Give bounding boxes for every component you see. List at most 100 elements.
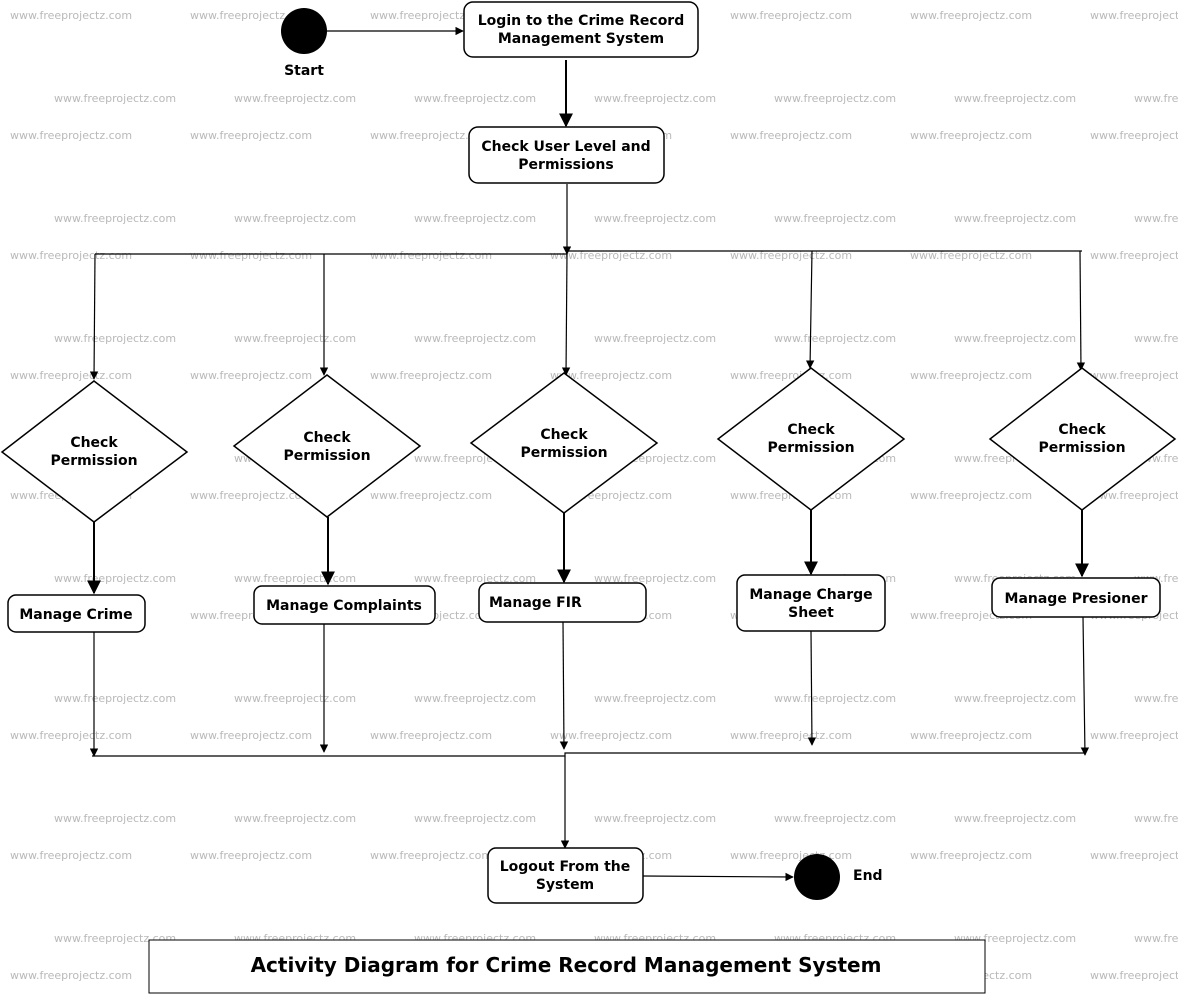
watermark-text: www.freeprojectz.com: [1134, 332, 1178, 345]
watermark-text: www.freeprojectz.com: [234, 572, 356, 585]
end-label: End: [853, 868, 883, 884]
watermark-text: www.freeprojectz.com: [370, 489, 492, 502]
watermark-text: www.freeprojectz.com: [594, 692, 716, 705]
watermark-text: www.freeprojectz.com: [234, 812, 356, 825]
decision-2-line-2: Permission: [283, 448, 370, 464]
watermark-text: www.freeprojectz.com: [54, 572, 176, 585]
watermark-text: www.freeprojectz.com: [1134, 692, 1178, 705]
watermark-text: www.freeprojectz.com: [550, 729, 672, 742]
watermark-text: www.freeprojectz.com: [54, 692, 176, 705]
manage-fir-label: Manage FIR: [489, 595, 582, 611]
watermark-text: www.freeprojectz.com: [1134, 92, 1178, 105]
watermark-text: www.freeprojectz.com: [1090, 969, 1178, 982]
check-user-activity: Check User Level and Permissions: [468, 126, 665, 184]
logout-activity: Logout From the System: [487, 847, 644, 904]
start-node: Start: [281, 8, 327, 79]
watermark-text: www.freeprojectz.com: [190, 9, 312, 22]
watermark-text: www.freeprojectz.com: [54, 212, 176, 225]
watermark-text: www.freeprojectz.com: [910, 369, 1032, 382]
watermark-text: www.freeprojectz.com: [774, 332, 896, 345]
watermark-text: www.freeprojectz.com: [550, 369, 672, 382]
watermark-text: www.freeprojectz.com: [190, 129, 312, 142]
watermark-text: www.freeprojectz.com: [190, 489, 312, 502]
watermark-text: www.freeprojectz.com: [1134, 812, 1178, 825]
watermark-text: www.freeprojectz.com: [730, 369, 852, 382]
decision-5: Check Permission: [988, 367, 1177, 511]
login-line-1: Login to the Crime Record: [478, 13, 684, 29]
watermark-text: www.freeprojectz.com: [1090, 729, 1178, 742]
watermark-text: www.freeprojectz.com: [10, 129, 132, 142]
watermark-text: www.freeprojectz.com: [910, 729, 1032, 742]
logout-line-2: System: [536, 877, 594, 893]
manage-charge-sheet-line-2: Sheet: [788, 605, 834, 621]
watermark-text: www.freeprojectz.com: [730, 729, 852, 742]
check-user-line-1: Check User Level and: [481, 139, 650, 155]
watermark-text: www.freeprojectz.com: [234, 692, 356, 705]
watermark-text: www.freeprojectz.com: [1090, 849, 1178, 862]
watermark-text: www.freeprojectz.com: [774, 812, 896, 825]
watermark-text: www.freeprojectz.com: [954, 92, 1076, 105]
watermark-text: www.freeprojectz.com: [190, 849, 312, 862]
watermark-text: www.freeprojectz.com: [234, 92, 356, 105]
manage-presioner-activity: Manage Presioner: [991, 577, 1161, 618]
watermark-text: www.freeprojectz.com: [10, 969, 132, 982]
watermark-text: www.freeprojectz.com: [594, 812, 716, 825]
watermark-text: www.freeprojectz.com: [910, 489, 1032, 502]
watermark-text: www.freeprojectz.com: [414, 332, 536, 345]
watermark-text: www.freeprojectz.com: [730, 129, 852, 142]
manage-complaints-label: Manage Complaints: [266, 598, 422, 614]
watermark-text: www.freeprojectz.com: [954, 812, 1076, 825]
watermark-text: www.freeprojectz.com: [414, 212, 536, 225]
watermark-text: www.freeprojectz.com: [910, 9, 1032, 22]
decision-1-line-1: Check: [70, 435, 118, 451]
watermark-text: www.freeprojectz.com: [774, 92, 896, 105]
watermark-text: www.freeprojectz.com: [1090, 369, 1178, 382]
watermark-text: www.freeprojectz.com: [1134, 212, 1178, 225]
watermark-text: www.freeprojectz.com: [190, 729, 312, 742]
watermark-text: www.freeprojectz.com: [1090, 9, 1178, 22]
watermark-text: www.freeprojectz.com: [594, 212, 716, 225]
decision-5-line-1: Check: [1058, 422, 1106, 438]
manage-crime-activity: Manage Crime: [7, 594, 146, 633]
watermark-text: www.freeprojectz.com: [54, 812, 176, 825]
watermark-text: www.freeprojectz.com: [54, 332, 176, 345]
start-label: Start: [284, 63, 324, 79]
decision-3: Check Permission: [469, 372, 659, 514]
watermark-text: www.freeprojectz.com: [594, 572, 716, 585]
watermark-text: www.freeprojectz.com: [730, 849, 852, 862]
watermark-text: www.freeprojectz.com: [234, 332, 356, 345]
decision-4: Check Permission: [716, 367, 906, 511]
watermark-text: www.freeprojectz.com: [370, 129, 492, 142]
title-box: Activity Diagram for Crime Record Manage…: [148, 939, 986, 994]
watermark-text: www.freeprojectz.com: [10, 369, 132, 382]
decision-1-line-2: Permission: [50, 453, 137, 469]
watermark-text: www.freeprojectz.com: [730, 9, 852, 22]
decision-2: Check Permission: [232, 374, 422, 518]
watermark-text: www.freeprojectz.com: [1090, 489, 1178, 502]
decision-2-line-1: Check: [303, 430, 351, 446]
watermark-text: www.freeprojectz.com: [370, 849, 492, 862]
watermark-text: www.freeprojectz.com: [54, 92, 176, 105]
manage-complaints-activity: Manage Complaints: [253, 585, 436, 625]
watermark-text: www.freeprojectz.com: [730, 249, 852, 262]
watermark-text: www.freeprojectz.com: [370, 369, 492, 382]
watermark-text: www.freeprojectz.com: [774, 212, 896, 225]
watermark-text: www.freeprojectz.com: [10, 9, 132, 22]
watermark-text: www.freeprojectz.com: [1134, 932, 1178, 945]
watermark-text: www.freeprojectz.com: [774, 692, 896, 705]
decision-5-line-2: Permission: [1038, 440, 1125, 456]
decision-4-line-2: Permission: [767, 440, 854, 456]
watermark-text: www.freeprojectz.com: [10, 249, 132, 262]
watermark-text: www.freeprojectz.com: [1090, 249, 1178, 262]
manage-crime-label: Manage Crime: [19, 607, 132, 623]
check-user-line-2: Permissions: [518, 157, 613, 173]
watermark-text: www.freeprojectz.com: [954, 212, 1076, 225]
watermark-text: www.freeprojectz.com: [594, 332, 716, 345]
watermark-text: www.freeprojectz.com: [190, 249, 312, 262]
watermark-text: www.freeprojectz.com: [954, 332, 1076, 345]
logout-line-1: Logout From the: [500, 859, 631, 875]
watermark-text: www.freeprojectz.com: [910, 849, 1032, 862]
watermark-text: www.freeprojectz.com: [910, 249, 1032, 262]
watermark-text: www.freeprojectz.com: [190, 369, 312, 382]
watermark-text: www.freeprojectz.com: [10, 729, 132, 742]
